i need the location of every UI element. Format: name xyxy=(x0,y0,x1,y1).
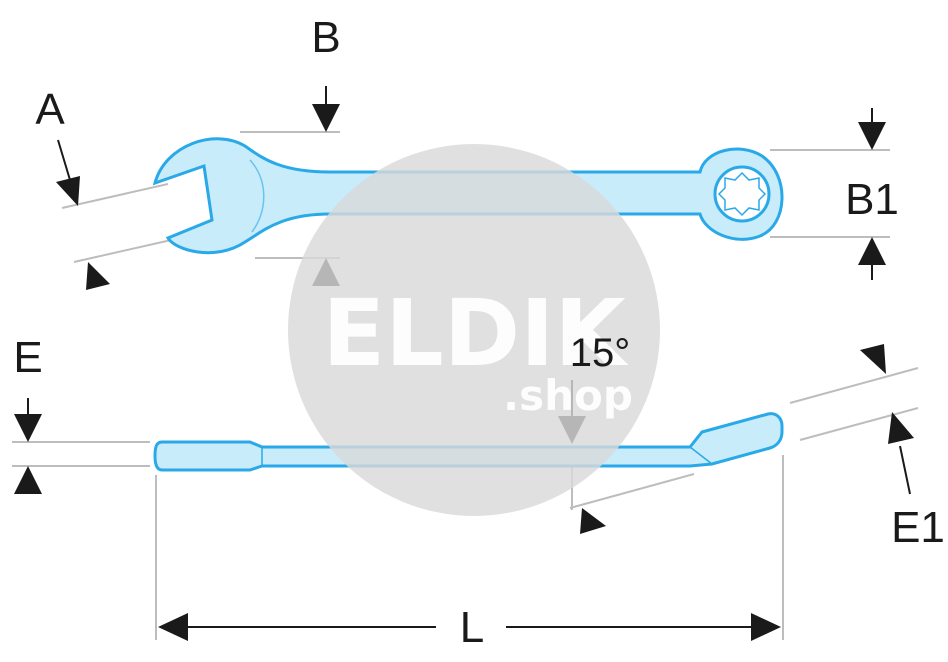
arrow-angle-side xyxy=(580,508,606,534)
watermark-circle xyxy=(288,144,660,516)
wrench-side-view xyxy=(153,412,784,472)
ring-bore xyxy=(713,165,771,223)
arrow-a-1 xyxy=(56,176,80,206)
label-a: A xyxy=(35,85,65,134)
label-l: L xyxy=(460,603,484,652)
arrow-e-down xyxy=(14,414,42,442)
arrow-l-right xyxy=(751,613,781,641)
watermark-suffix: .shop xyxy=(503,371,633,420)
dimension-arrows xyxy=(14,104,914,641)
arrow-l-left xyxy=(158,613,188,641)
arrow-b-down xyxy=(312,104,340,132)
arrow-b1-down xyxy=(858,122,886,150)
dimension-labels: B A B1 E 15° E1 L xyxy=(13,13,945,652)
wrench-top-shading xyxy=(249,159,265,233)
label-b1: B1 xyxy=(845,175,899,224)
arrow-b1-up xyxy=(858,237,886,265)
arrow-a-2 xyxy=(86,262,110,290)
wrench-side-outline xyxy=(153,412,784,472)
watermark-brand: ELDIK xyxy=(322,280,629,387)
arrow-e1-1 xyxy=(860,344,886,374)
arrow-e1-2 xyxy=(888,412,914,444)
label-e1: E1 xyxy=(891,503,945,552)
label-angle: 15° xyxy=(570,331,631,375)
label-b: B xyxy=(311,13,340,62)
ring-bore-teeth xyxy=(717,171,767,217)
label-e: E xyxy=(13,333,42,382)
arrow-e-up xyxy=(14,466,42,494)
watermark: ELDIK .shop xyxy=(288,144,660,516)
